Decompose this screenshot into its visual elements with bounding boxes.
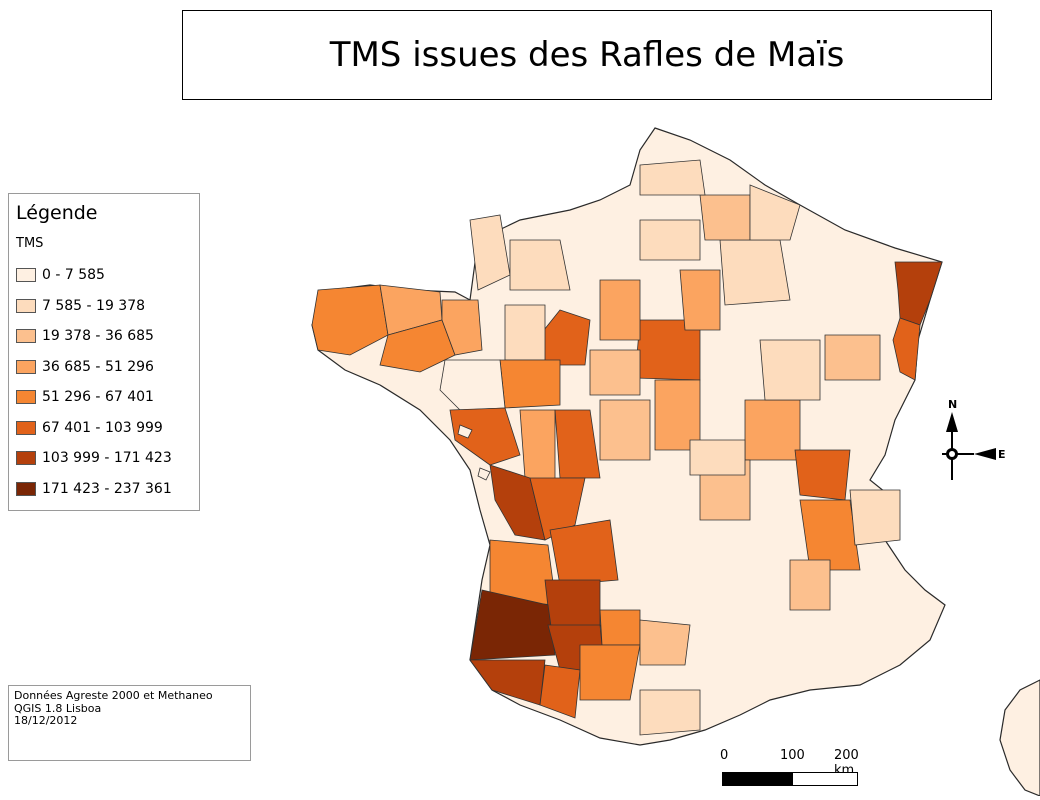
region-charente (529, 477, 586, 541)
legend-swatch (16, 329, 36, 344)
region-lot-garonne (544, 579, 601, 631)
legend-title: Légende (16, 202, 98, 224)
legend-item: 19 378 - 36 685 (16, 321, 172, 352)
north-arrow-icon: N E (942, 398, 1006, 480)
region-tarn-garonne (599, 609, 641, 646)
compass-north-label: N (948, 398, 957, 411)
legend-item: 7 585 - 19 378 (16, 291, 172, 322)
credit-line: Données Agreste 2000 et Methaneo (14, 689, 213, 702)
region-seine-marne (679, 269, 721, 331)
legend-label: 19 378 - 36 685 (42, 328, 154, 345)
region-deux-sevres (519, 409, 556, 481)
region-vienne (554, 409, 601, 479)
region-haut-rhin (892, 317, 921, 381)
scale-label-100: 100 (780, 748, 805, 763)
region-marne (719, 239, 791, 306)
region-alsace (894, 261, 943, 326)
legend-label: 36 685 - 51 296 (42, 358, 154, 375)
legend-item: 51 296 - 67 401 (16, 382, 172, 413)
island-shape (457, 424, 473, 439)
region-morbihan (379, 319, 456, 373)
scale-segment-light (792, 772, 858, 786)
legend-label: 171 423 - 237 361 (42, 480, 172, 497)
legend-swatch (16, 451, 36, 466)
region-drome (789, 559, 831, 611)
map-title: TMS issues des Rafles de Maïs (329, 35, 845, 75)
legend-label: 67 401 - 103 999 (42, 419, 163, 436)
region-dordogne (549, 519, 619, 586)
region-aude (639, 689, 701, 736)
legend-item: 67 401 - 103 999 (16, 413, 172, 444)
region-oise (639, 219, 701, 261)
legend-subtitle: TMS (16, 236, 44, 251)
legend-swatch (16, 298, 36, 313)
legend-swatch (16, 359, 36, 374)
scale-label-0: 0 (720, 748, 729, 763)
region-indre (599, 399, 651, 461)
region-landes (469, 589, 556, 661)
legend-swatch (16, 268, 36, 283)
legend-label: 103 999 - 171 423 (42, 450, 172, 467)
scale-segment-dark (722, 772, 792, 786)
credit-line: QGIS 1.8 Lisboa (14, 701, 102, 715)
legend-panel: Légende TMS 0 - 7 585 7 585 - 19 378 19 37… (8, 193, 200, 511)
region-isere (799, 499, 861, 571)
region-maine-loire (499, 359, 561, 409)
legend-item: 36 685 - 51 296 (16, 352, 172, 383)
corsica-outline (999, 679, 1040, 796)
region-cote-or (759, 339, 821, 401)
region-normandie (509, 239, 571, 291)
credits-box: Données Agreste 2000 et Methaneo QGIS 1.… (8, 685, 251, 761)
island-shape (477, 467, 491, 481)
legend-item: 103 999 - 171 423 (16, 443, 172, 474)
legend-label: 51 296 - 67 401 (42, 389, 154, 406)
region-ardennes (749, 184, 801, 241)
region-tarn (639, 619, 691, 666)
region-haute-saone (824, 334, 881, 381)
region-aisne (699, 194, 751, 241)
region-eure-loir (599, 279, 641, 341)
region-ille-vilaine (441, 299, 483, 356)
legend-items: 0 - 7 585 7 585 - 19 378 19 378 - 36 685 36… (16, 260, 172, 504)
map-title-box: TMS issues des Rafles de Maïs (182, 10, 992, 100)
compass-east-label: E (998, 448, 1006, 461)
region-savoie (849, 489, 901, 546)
region-hautes-pyrenees (539, 664, 581, 719)
legend-swatch (16, 481, 36, 496)
region-haute-garonne (579, 644, 641, 701)
region-nievre (744, 399, 801, 461)
region-loir-cher (589, 349, 641, 396)
region-mayenne (504, 304, 546, 361)
legend-label: 0 - 7 585 (42, 267, 105, 284)
legend-swatch (16, 390, 36, 405)
region-loire (689, 439, 746, 476)
legend-item: 0 - 7 585 (16, 260, 172, 291)
legend-swatch (16, 420, 36, 435)
scale-bar: 0 100 200 km (718, 748, 859, 800)
region-cher (654, 379, 701, 451)
legend-label: 7 585 - 19 378 (42, 297, 146, 314)
region-ain (794, 449, 851, 501)
region-pas-de-calais (639, 159, 706, 196)
region-vendee (449, 407, 521, 466)
credit-line: 18/12/2012 (14, 714, 78, 727)
legend-item: 171 423 - 237 361 (16, 474, 172, 505)
